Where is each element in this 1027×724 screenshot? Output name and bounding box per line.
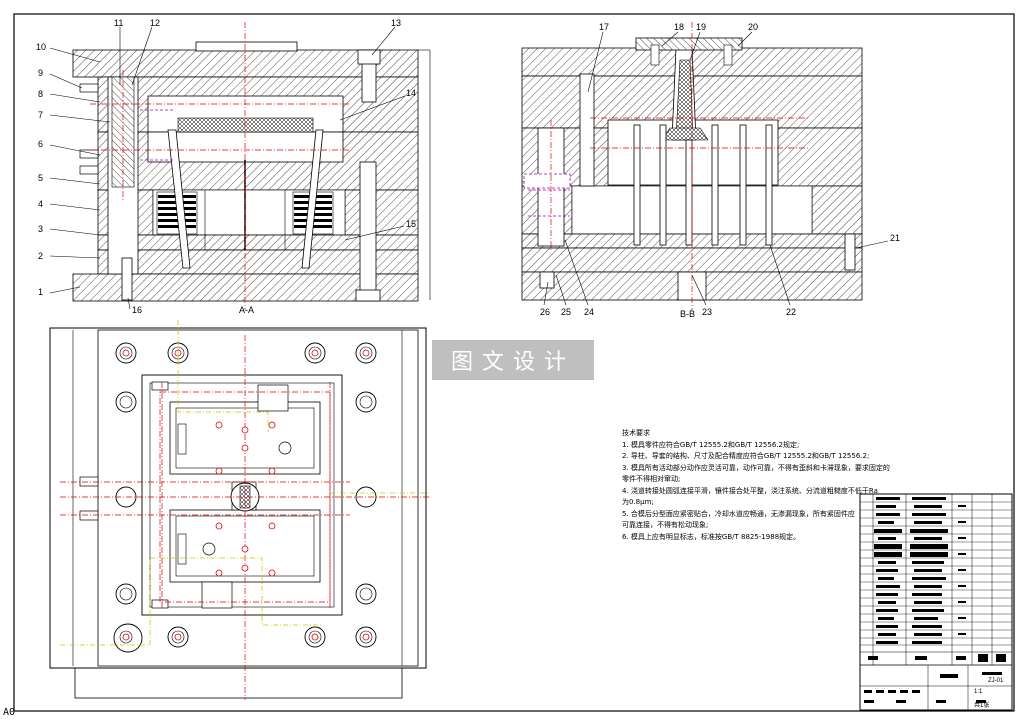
notes-title: 技术要求 [622, 429, 650, 437]
note-item-5b: 可靠连接，不得有松动现象; [622, 521, 709, 529]
part-no-12: 12 [150, 18, 160, 28]
title-block [859, 493, 1013, 711]
section-view-right: B-B [521, 22, 863, 319]
title-block-scale: 1:1 [974, 689, 983, 695]
part-no-7: 7 [38, 110, 43, 120]
part-no-26: 26 [540, 307, 550, 317]
sheet-border [13, 13, 1015, 712]
part-no-5: 5 [38, 173, 43, 183]
note-item-5: 5. 合模后分型面应紧密贴合，冷却水道应畅通，无渗漏现象，所有紧固件应 [622, 509, 855, 518]
title-block-rows [860, 501, 1012, 646]
part-no-25: 25 [561, 307, 571, 317]
note-item-2: 2. 导柱、导套的结构、尺寸及配合精度应符合GB/T 12555.2和GB/T … [622, 452, 870, 460]
note-item-3: 3. 模具所有活动部分动作应灵活可靠，动作可靠，不得有歪斜和卡滞现象，要求固定的 [622, 463, 890, 472]
part-no-4: 4 [38, 199, 43, 209]
part-no-14: 14 [406, 88, 416, 98]
part-no-24: 24 [584, 307, 594, 317]
technical-requirements: 技术要求 1. 模具零件应符合GB/T 12555.2和GB/T 12556.2… [622, 428, 890, 543]
part-no-22: 22 [786, 307, 796, 317]
part-no-21: 21 [890, 233, 900, 243]
part-no-23: 23 [702, 307, 712, 317]
note-item-1: 1. 模具零件应符合GB/T 12555.2和GB/T 12556.2规定; [622, 440, 800, 449]
title-block-text-marks [864, 497, 1006, 703]
part-no-16: 16 [132, 305, 142, 315]
part-no-18: 18 [674, 22, 684, 32]
section-label-right: B-B [680, 309, 695, 319]
note-item-3b: 零件不得相对窜动; [622, 475, 681, 483]
part-no-10: 10 [36, 42, 46, 52]
section-view-left: A-A [72, 22, 431, 315]
note-item-4b: 为0.8μm; [622, 498, 654, 506]
sheet-size-code: A0 [3, 707, 15, 718]
part-no-19: 19 [696, 22, 706, 32]
part-no-6: 6 [38, 139, 43, 149]
part-no-11: 11 [114, 18, 123, 28]
part-no-2: 2 [38, 251, 43, 261]
title-block-sheet: 共1张 [974, 701, 989, 709]
note-item-4: 4. 浇道转接处圆弧连接平滑，镶件接合处平整，浇注系统、分流道粗糙度不低于Ra [622, 486, 878, 495]
part-no-1: 1 [38, 287, 43, 297]
part-no-8: 8 [38, 89, 43, 99]
part-no-13: 13 [391, 18, 401, 28]
section-label-left: A-A [239, 305, 254, 315]
watermark: 图文设计 [432, 340, 594, 380]
title-block-drawing-no: ZJ-01 [988, 678, 1004, 684]
part-callouts-right [543, 31, 889, 306]
plan-view [49, 320, 430, 700]
part-no-17: 17 [599, 22, 609, 32]
note-item-6: 6. 模具上应有明显标志，标准按GB/T 8825-1988规定。 [622, 532, 801, 541]
part-no-20: 20 [748, 22, 758, 32]
part-no-3: 3 [38, 224, 43, 234]
part-no-9: 9 [38, 68, 43, 78]
part-callouts-left [49, 26, 406, 310]
part-no-15: 15 [406, 219, 416, 229]
